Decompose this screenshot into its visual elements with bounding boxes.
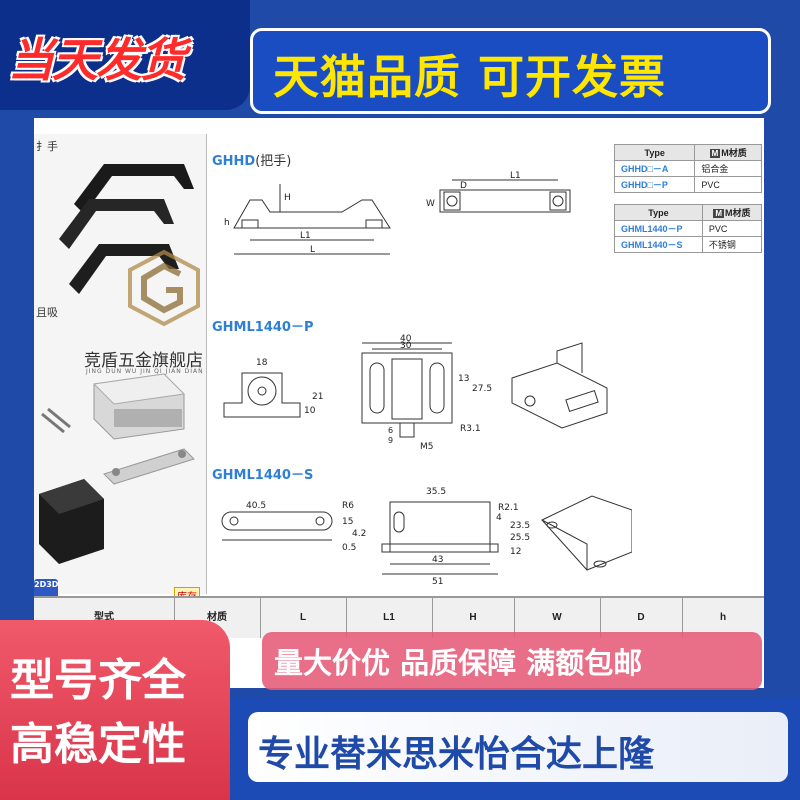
col-l1: L1 xyxy=(346,598,433,638)
handle-photo xyxy=(59,164,194,294)
promo-banner-right: 天猫品质 可开发票 xyxy=(250,28,771,114)
dim-23-5: 23.5 xyxy=(510,521,530,531)
dim-12: 12 xyxy=(510,547,521,557)
dim-r6: R6 xyxy=(342,501,354,511)
quality-invoice-text: 天猫品质 可开发票 xyxy=(273,50,667,104)
full-range-models-text: 型号齐全 xyxy=(10,655,186,706)
dim-r3-1: R3.1 xyxy=(460,424,481,434)
dim-9: 9 xyxy=(388,436,393,445)
col-w: W xyxy=(514,598,601,638)
promo-box-replacement: 专业替米思米怡合达上隆 xyxy=(248,712,788,782)
sidebar-label-suction: 且吸 xyxy=(36,306,58,319)
dim-6: 6 xyxy=(388,426,393,435)
promo-box-features: 型号齐全 高稳定性 xyxy=(0,620,230,800)
table-row: GHML1440－P PVC xyxy=(614,220,763,237)
ghhd-drawing: L1 H L h L1 D W xyxy=(224,171,571,255)
dim-15: 15 xyxy=(342,517,353,527)
dim-21: 21 xyxy=(312,392,323,402)
dim-l: L xyxy=(310,245,315,255)
product-photo-column: 扌手 且吸 2D3D 库存 xyxy=(34,134,207,604)
same-day-shipping-text: 当天发货 xyxy=(8,33,186,87)
dim-d: D xyxy=(460,181,467,191)
dim-h: H xyxy=(284,193,291,203)
magnetic-catch-photo xyxy=(39,373,195,564)
promo-box-offers: 量大价优 品质保障 满额包邮 xyxy=(262,632,762,690)
dim-4-2: 4.2 xyxy=(352,529,366,539)
shop-name-watermark: 竞盾五金旗舰店 xyxy=(84,351,203,371)
col-material-sub: 材质 xyxy=(174,598,261,638)
col-small-h: h xyxy=(719,612,727,623)
dim-small-h: h xyxy=(224,218,230,228)
table-row: GHHD□－P PVC xyxy=(613,176,762,193)
spec-sheet: 扌手 且吸 2D3D 库存 竞盾五金旗舰店 JING DUN WU JIN QI… xyxy=(34,118,764,688)
col-l: L xyxy=(260,598,347,638)
col-h: H xyxy=(432,598,515,638)
replacement-brands-text: 专业替米思米怡合达上隆 xyxy=(258,734,655,775)
col-type: Type xyxy=(613,144,696,161)
dim-l1: L1 xyxy=(300,231,311,241)
dim-35-5: 35.5 xyxy=(426,487,446,497)
dim-10: 10 xyxy=(304,406,316,416)
dim-r2-1: R2.1 xyxy=(498,503,519,513)
dim-27-5: 27.5 xyxy=(472,384,492,394)
ghml1440-s-drawing: 40.5 R6 15 0.5 4.2 35.5 R2.1 23.5 25.5 1… xyxy=(221,487,632,587)
dim-w: W xyxy=(426,199,435,209)
col-d: D xyxy=(600,598,683,638)
dim-40: 40 xyxy=(400,334,412,344)
dim-40-5: 40.5 xyxy=(246,501,266,511)
dim-18: 18 xyxy=(256,358,268,368)
dim-0-5: 0.5 xyxy=(342,543,356,553)
dim-l1-top: L1 xyxy=(510,171,521,181)
dim-4: 4 xyxy=(496,513,502,523)
shop-name-pinyin: JING DUN WU JIN QI JIAN DIAN xyxy=(86,368,204,375)
dimension-table-header: 型式 材质 L L1 H W D h xyxy=(34,596,764,638)
dim-43: 43 xyxy=(432,555,443,565)
table-row: GHML1440－S 不锈钢 xyxy=(614,236,763,253)
ghml1440-p-drawing: 18 40 30 13 27.5 21 10 R3.1 M5 6 9 xyxy=(223,334,608,452)
dim-25-5: 25.5 xyxy=(510,533,530,543)
dim-51: 51 xyxy=(432,577,443,587)
high-stability-text: 高稳定性 xyxy=(10,719,186,770)
sidebar-label-handle: 扌手 xyxy=(36,140,58,153)
col-type: Type xyxy=(614,204,703,221)
table-row: GHHD□－A 铝合金 xyxy=(613,160,762,177)
shop-logo-watermark xyxy=(128,249,200,327)
dim-m5: M5 xyxy=(420,442,434,452)
section-title-ghml1440-p: GHML1440－P xyxy=(212,320,314,335)
section-title-ghml1440-s: GHML1440－S xyxy=(212,468,314,483)
dim-13: 13 xyxy=(458,374,469,384)
promo-banner-left: 当天发货 xyxy=(0,0,250,110)
offers-text: 量大价优 品质保障 满额包邮 xyxy=(274,646,643,680)
section-title-ghhd: GHHD(把手) xyxy=(212,154,292,169)
col-model: 型式 xyxy=(34,598,175,638)
dim-30: 30 xyxy=(400,341,412,351)
